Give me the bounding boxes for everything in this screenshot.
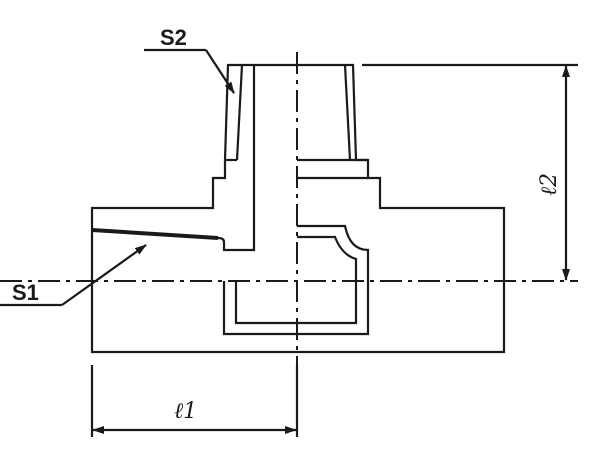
l1-label: ℓ1	[174, 399, 197, 424]
s2-label: S2	[160, 25, 187, 50]
s1-label: S1	[12, 280, 39, 305]
section-inner	[234, 235, 358, 325]
s2-leader-arrow	[205, 49, 235, 94]
thread-line-left	[235, 64, 244, 161]
l2-label: ℓ2	[537, 173, 562, 196]
s1-leader-arrow	[61, 244, 147, 306]
section-outer	[222, 224, 370, 336]
side-bore-line	[91, 228, 219, 240]
thread-line-right	[343, 64, 352, 161]
vertical-bore	[217, 65, 256, 252]
